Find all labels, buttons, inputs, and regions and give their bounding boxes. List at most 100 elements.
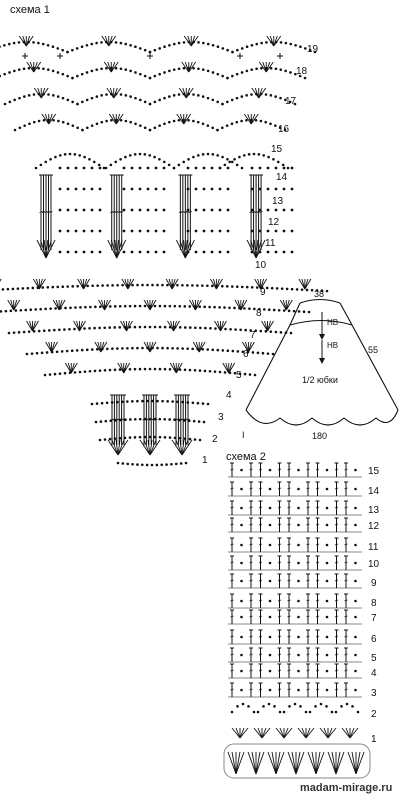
chain-stitch [274,208,278,212]
chain-stitch [258,166,262,170]
fan-stitch [106,87,115,99]
chain-stitch [178,368,182,371]
chain-stitch [58,372,62,375]
scheme1-title: схема 1 [10,4,50,16]
chain-stitch [221,74,224,78]
chain-stitch [319,702,323,706]
double-crochet-bar [258,487,263,490]
fan-stitch [113,87,118,99]
double-crochet-bar [230,523,234,526]
chain-stitch [119,157,122,161]
chain-stitch [196,154,200,157]
double-crochet-bar [258,468,263,471]
fan-stitch [215,278,223,290]
chain-stitch [162,229,166,233]
chain-stitch [267,155,270,159]
chain-stitch [129,120,133,124]
chain-stitch [44,160,48,164]
chain-stitch [156,346,159,350]
chain-stitch [283,128,287,132]
double-crochet-bar [287,523,291,526]
fan-stitch [239,727,245,739]
fan-stitch [115,113,121,125]
double-crochet-bar [344,599,348,602]
chain-stitch [100,41,103,44]
chain-stitch [58,208,62,212]
fan-stitch [304,278,312,290]
fan-stitch [243,113,252,125]
chain-stitch [176,283,179,287]
chain-stitch [233,306,236,310]
fan-stitch [0,278,2,282]
fan-stitch [117,362,125,374]
chain-stitch [230,710,234,714]
double-crochet-bar [306,615,310,618]
chain-stitch [153,304,157,308]
chain-stitch [226,76,229,80]
fan-stitch [189,299,196,311]
chain-stitch [216,128,219,132]
chain-stitch [66,50,69,54]
chain-stitch [130,229,134,233]
chain-stitch [103,326,106,330]
chain-stitch [282,187,286,191]
chain-stitch [354,579,357,583]
double-crochet-bar [315,635,320,638]
fan-stitch [260,278,268,290]
chain-stitch [210,208,214,212]
chain-stitch [32,120,36,124]
chain-stitch [168,304,172,308]
chain-stitch [191,347,194,351]
double-crochet-bar [258,615,263,618]
chain-stitch [297,506,300,510]
double-crochet-bar [251,211,256,213]
fan-stitch [351,751,357,775]
chain-stitch [325,635,329,639]
chain-stitch [124,94,128,97]
chain-stitch [255,67,258,71]
chain-stitch [264,330,268,333]
fan-stitch [184,239,192,259]
chain-stitch [257,153,261,156]
chain-stitch [168,69,171,73]
chain-stitch [325,705,328,708]
chain-stitch [6,287,10,291]
fan-stitch [146,299,151,311]
chain-stitch [201,284,204,287]
fan-stitch [116,239,119,259]
chain-stitch [201,122,205,126]
fan-stitch [124,278,129,290]
fan-stitch [26,61,35,73]
chain-stitch [354,506,357,510]
double-crochet-bar [287,669,291,672]
chain-stitch [73,371,77,374]
double-crochet-bar [230,653,234,656]
chain-stitch [79,306,82,309]
chain-stitch [254,329,258,333]
fan-stitch [45,239,49,259]
fan-stitch [269,35,275,47]
chain-stitch [158,435,162,439]
fan-stitch [255,239,266,259]
fan-stitch [295,751,305,775]
chain-stitch [151,399,154,403]
chain-stitch [218,250,222,254]
scheme1-row-6: 6 [243,349,249,360]
double-crochet-bar [306,523,310,526]
fan-stitch [327,727,333,739]
chain-stitch [184,461,188,465]
double-crochet-bar [315,669,320,672]
chain-stitch [194,187,198,191]
double-crochet-bar [287,543,291,546]
fan-stitch [295,751,301,775]
chain-stitch [44,307,47,311]
chain-stitch [66,187,70,191]
fan-stitch [108,113,117,125]
chain-stitch [325,599,329,603]
chain-stitch [213,370,217,373]
chain-stitch [183,368,187,372]
chain-stitch [186,250,190,254]
chain-stitch [95,122,99,126]
chain-stitch [148,128,152,132]
chain-stitch [274,124,277,127]
